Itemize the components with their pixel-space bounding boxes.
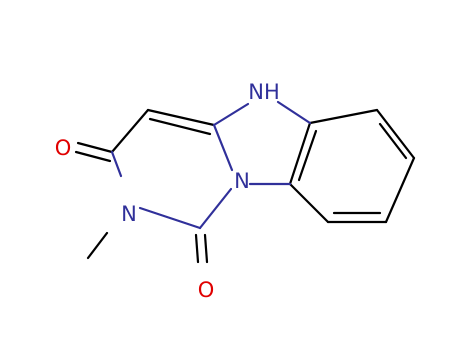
bond-benzene-1 (308, 108, 379, 125)
atom-n-methyl-label: N (121, 202, 137, 226)
bond-c1-o-a (194, 233, 200, 264)
nh-nitrogen-symbol: N (248, 80, 264, 104)
bond-n2-c1 (138, 206, 202, 230)
bond-c4-c4a (146, 108, 216, 127)
bond-c4-c4a-double (148, 117, 212, 136)
bond-c3-o-a (76, 141, 114, 154)
atom-o-lower-label: O (198, 278, 215, 302)
nh-hydrogen-symbol: H (264, 80, 280, 104)
atom-n-bridge-label: N (234, 169, 250, 193)
atom-o-upper-label: O (55, 136, 72, 160)
atom-labels: NH N N O O (55, 80, 280, 302)
bond-n5-c5a (276, 100, 312, 125)
bond-benzene-2 (375, 108, 416, 160)
atom-nh-label: NH (248, 80, 280, 104)
bond-c3-c4 (110, 108, 150, 154)
nitrogen-bond-layer (110, 100, 312, 230)
bond-c4a-n10 (212, 123, 234, 172)
bond-c1-n10 (198, 187, 233, 230)
bond-benzene-inner-3 (297, 129, 318, 182)
bond-benzene-inner-1 (378, 122, 408, 160)
bond-benzene-3 (384, 156, 416, 224)
bond-benzene-5 (288, 182, 330, 224)
bond-c3-o-b (74, 150, 112, 163)
bond-c1-o-b (203, 233, 209, 264)
bond-benzene-6 (288, 121, 312, 186)
bond-c4a-n5 (212, 102, 250, 127)
bond-c3-n2 (110, 150, 123, 178)
bond-methyl (86, 231, 109, 260)
bond-layer (74, 108, 416, 264)
